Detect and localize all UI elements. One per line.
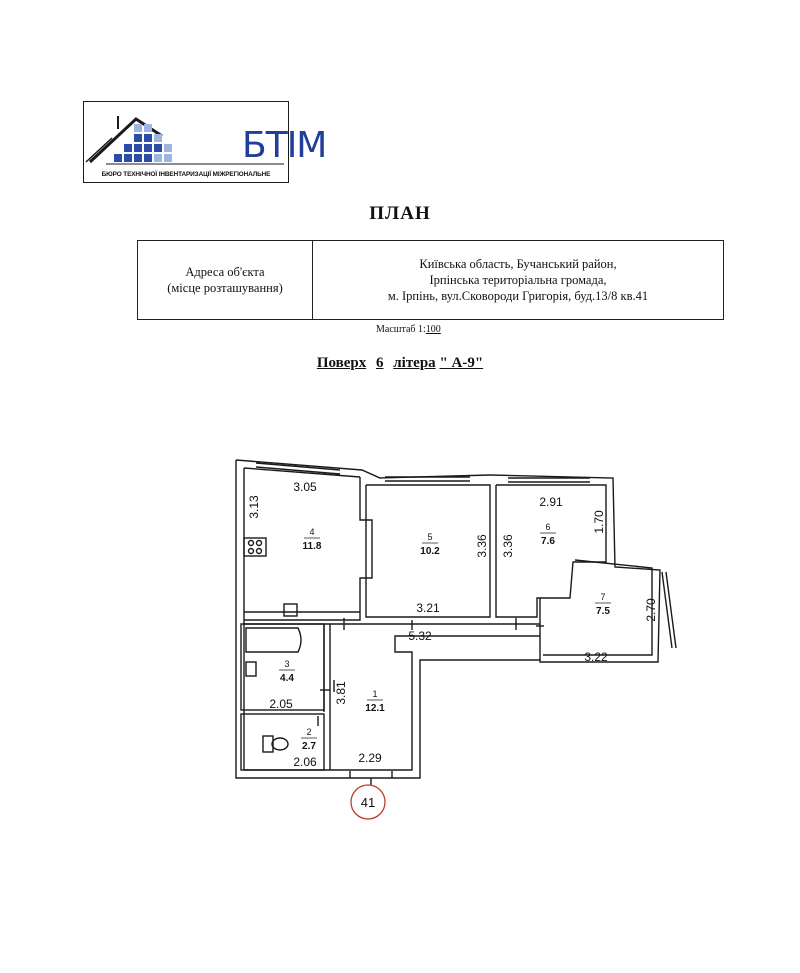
address-value-line1: Київська область, Бучанський район, (419, 257, 617, 271)
room-number: 1 (372, 689, 377, 699)
plan-walls (235, 459, 677, 792)
dimension-label: 2.06 (293, 755, 317, 769)
dimension-label: 1.70 (592, 510, 606, 534)
address-value-cell: Київська область, Бучанський район, Ірпі… (312, 240, 724, 320)
dimension-label: 3.05 (293, 480, 317, 494)
room-3: 3 4.4 (279, 659, 295, 684)
room-area: 10.2 (420, 546, 440, 557)
house-logo-icon (85, 116, 284, 165)
address-label-line1: Адреса об'єкта (185, 265, 265, 279)
room-5: 5 10.2 (420, 532, 440, 557)
scale-label: Масштаб 1: (376, 324, 426, 335)
address-label-cell: Адреса об'єкта (місце розташування) (137, 240, 313, 320)
address-value-line2: Ірпінська територіальна громада, (429, 273, 607, 287)
logo-caption: БЮРО ТЕХНІЧНОЇ ІНВЕНТАРИЗАЦІЇ МІЖРЕГІОНА… (101, 171, 271, 178)
room-4: 4 11.8 (303, 527, 322, 552)
company-logo: БТІМ БЮРО ТЕХНІЧНОЇ ІНВЕНТАРИЗАЦІЇ МІЖРЕ… (83, 101, 327, 183)
room-number: 2 (306, 727, 311, 737)
dimension-label: 3.21 (416, 601, 440, 615)
room-6: 6 7.6 (540, 522, 556, 547)
dimension-label: 3.36 (475, 534, 489, 558)
scale-note: Масштаб 1:100 (376, 324, 441, 335)
room-number: 3 (284, 659, 289, 669)
dimension-label: 3.13 (247, 495, 261, 519)
dimension-label: 3.36 (501, 534, 515, 558)
address-label-line2: (місце розташування) (167, 281, 283, 295)
floor-line: Поверх 6 літера " А-9" (0, 355, 800, 372)
scale-value: 100 (425, 324, 441, 335)
logo-wordmark: БТІМ (242, 125, 327, 166)
apartment-number-circle (350, 784, 386, 820)
floor-letter: " А-9" (439, 355, 484, 371)
address-table: Адреса об'єкта (місце розташування) Київ… (137, 240, 724, 320)
floor-prefix: Поверх (316, 355, 367, 371)
address-value-line3: м. Ірпінь, вул.Сковороди Григорія, буд.1… (387, 289, 649, 303)
apartment-number: 41 (361, 795, 375, 810)
dimension-label: 2.05 (269, 697, 293, 711)
room-area: 12.1 (365, 703, 385, 714)
document-title: ПЛАН (369, 203, 431, 224)
floor-mid: літера (393, 355, 436, 371)
room-number: 5 (427, 532, 432, 542)
dimension-label: 5.32 (408, 629, 432, 643)
room-number: 7 (600, 592, 605, 602)
dimension-label: 3.22 (584, 650, 608, 664)
room-number: 4 (309, 527, 314, 537)
dimension-label: 2.91 (539, 495, 563, 509)
room-area: 4.4 (280, 673, 294, 684)
dimension-label: 2.29 (358, 751, 382, 765)
dimension-label: 3.81 (334, 681, 348, 705)
room-area: 2.7 (302, 741, 316, 752)
dimension-label: 2.70 (644, 598, 658, 622)
room-number: 6 (545, 522, 550, 532)
room-area: 7.6 (541, 536, 555, 547)
room-7: 7 7.5 (595, 592, 611, 617)
room-2: 2 2.7 (301, 727, 317, 752)
room-area: 7.5 (596, 606, 610, 617)
room-area: 11.8 (303, 541, 322, 552)
floor-number: 6 (375, 355, 384, 371)
room-1: 1 12.1 (365, 689, 385, 714)
